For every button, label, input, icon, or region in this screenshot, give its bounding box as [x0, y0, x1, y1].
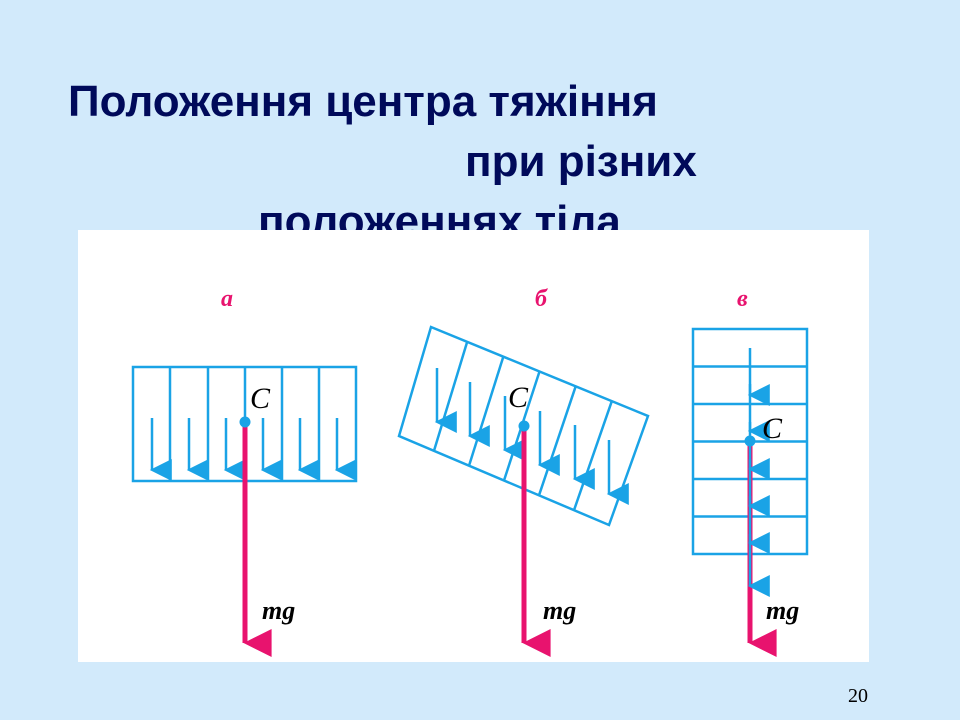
panel-a-center-label: C [250, 382, 271, 415]
panel-b-center-label: C [508, 381, 529, 414]
panel-b: б C mg⃗ [397, 286, 650, 657]
panel-a-label: а [221, 286, 233, 312]
slide-title-line-2: при різних [465, 137, 697, 186]
panel-c-center-point [744, 435, 756, 447]
panel-b-weight-arrows [434, 368, 629, 505]
slide-title-line-1: Положення центра тяжіння [68, 77, 658, 126]
panel-b-center-point [518, 420, 530, 432]
center-of-gravity-figure: а C mg⃗ б [78, 230, 869, 662]
page-number: 20 [848, 685, 868, 707]
panel-a-center-point [239, 416, 251, 428]
panel-c: в C mg⃗ [691, 286, 819, 657]
panel-c-center-label: C [762, 412, 783, 445]
figure-canvas: а C mg⃗ б [131, 286, 819, 657]
panel-b-label: б [535, 286, 548, 312]
panel-c-label: в [737, 286, 748, 312]
panel-a: а C mg⃗ [131, 286, 358, 657]
panel-a-force-label: mg⃗ [262, 596, 315, 625]
panel-c-force-label: mg⃗ [766, 596, 819, 625]
panel-b-force-label: mg⃗ [543, 596, 596, 625]
panel-a-weight-arrows [149, 418, 357, 481]
